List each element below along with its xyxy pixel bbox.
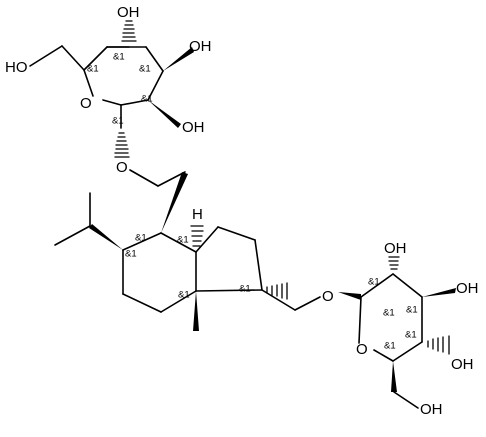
stereo-label: &1: [368, 277, 380, 288]
stereo-label: &1: [135, 233, 147, 244]
bond-ch2-c-top: [157, 171, 186, 187]
atom-o-ring-sugar2: O: [356, 341, 368, 358]
wedge-oh-right2-top: [148, 100, 181, 128]
hash-anomeric-top: [114, 132, 130, 158]
wedge-anomeric-bottom: [338, 292, 361, 300]
hash-junction-h: [190, 225, 204, 247]
stereo-label: &1: [139, 64, 151, 75]
bond-ch2-right: [261, 289, 296, 311]
stereo-label: &1: [178, 290, 190, 301]
atom-oh-right1-sugar1: OH: [189, 38, 212, 55]
stereo-label: &1: [383, 308, 395, 319]
hash-oh-top: [121, 20, 137, 42]
isopropyl: [54, 192, 123, 250]
hash-oh-right2-bottom: [427, 335, 450, 355]
wedge-methyl: [193, 291, 199, 331]
bond-ch2-olink-right: [294, 296, 321, 311]
stereo-label: &1: [113, 52, 125, 63]
stereo-labels: &1 &1 &1 &1 &1 &1 &1 &1 &1 &1 &1 &1 &1 &…: [87, 52, 418, 352]
atom-o-link-sugar1: O: [116, 159, 128, 176]
wedge-ch2-top: [161, 172, 188, 233]
atom-ho-left-sugar1: HO: [5, 59, 28, 76]
wedge-oh-right1-bottom: [422, 288, 456, 297]
wedge-ch2-bottom: [391, 361, 397, 392]
wedge-oh-right1-top: [163, 47, 194, 71]
bond-ch2-oh-bottom: [393, 391, 419, 409]
stereo-label: &1: [239, 284, 251, 295]
stereo-label: &1: [384, 341, 396, 352]
atom-oh-top-sugar1: OH: [117, 4, 140, 21]
hash-ch2-right: [266, 282, 288, 300]
stereo-label: &1: [405, 330, 417, 341]
atom-oh-right2-sugar2: OH: [451, 356, 474, 373]
atom-oh-top-sugar2: OH: [384, 240, 407, 257]
hash-oh-top-bottom: [388, 256, 400, 270]
stereo-label: &1: [141, 94, 153, 105]
five-membered-ring: [195, 226, 263, 292]
atom-oh-bottom-sugar2: OH: [420, 401, 443, 418]
atom-oh-right1-sugar2: OH: [456, 280, 479, 297]
atom-o-link-sugar2: O: [322, 288, 334, 305]
six-membered-ring: [122, 232, 197, 313]
stereo-label: &1: [406, 305, 418, 316]
atom-h-ring-junction: H: [192, 206, 203, 223]
sugar-ring-bottom: [358, 273, 423, 362]
stereo-label: &1: [87, 64, 99, 75]
atom-oh-right2-sugar1: OH: [182, 119, 205, 136]
bond-olink-ch2-top: [129, 169, 159, 187]
atom-o-ring-sugar1: O: [80, 95, 92, 112]
hydroxymethyl-top: [29, 45, 85, 71]
stereo-label: &1: [112, 116, 124, 127]
stereo-label: &1: [125, 249, 137, 260]
stereo-label: &1: [177, 235, 189, 246]
